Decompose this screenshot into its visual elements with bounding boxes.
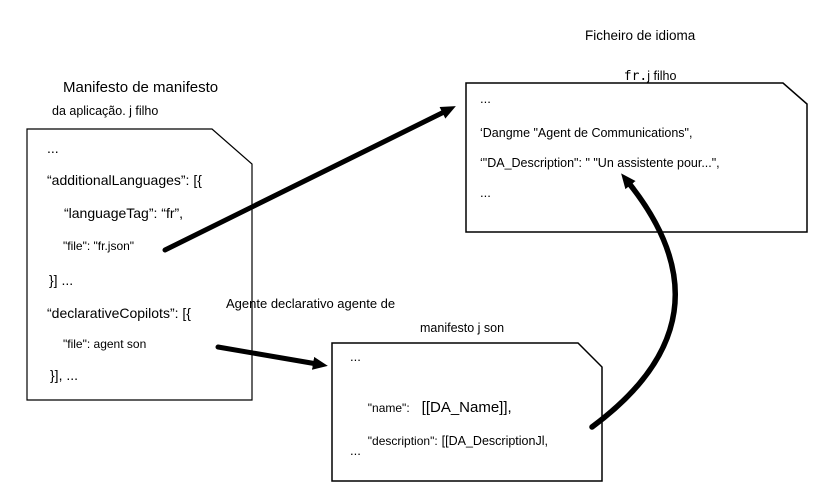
app-manifest-code-line: "file": "fr.json": [63, 239, 135, 253]
app-manifest-code-line: "file": agent son: [63, 337, 147, 351]
language-file-filename: fr.j filho: [606, 49, 677, 104]
language-file-code-line: ...: [480, 91, 491, 106]
agent-manifest-label-line1: Agente declarativo agente de: [226, 296, 396, 311]
agent-manifest-code-line: ...: [350, 443, 361, 458]
language-file-box: [465, 82, 808, 233]
name-value: [[DA_Name]],: [421, 399, 512, 417]
app-manifest-code-line: ...: [47, 140, 59, 156]
language-file-code-line: ...: [480, 185, 491, 200]
app-manifest-code-line: “languageTag”: “fr”,: [64, 205, 184, 221]
description-key: "description":: [367, 434, 438, 449]
language-file-filename-rest: j filho: [647, 69, 677, 84]
arrow-app-to-agent-manifest: [215, 344, 328, 370]
name-key: "name":: [367, 401, 410, 416]
app-manifest-box: [26, 128, 253, 401]
agent-manifest-code-line: "name": [[DA_Name]],: [350, 381, 512, 436]
agent-manifest-label-line2: manifesto j son: [420, 321, 505, 335]
description-value: [[DA_DescriptionJl,: [441, 434, 548, 449]
app-manifest-code-line: “additionalLanguages”: [{: [47, 172, 202, 188]
language-file-code-line: ‘"DA_Description": " "Un assistente pour…: [480, 156, 720, 170]
app-manifest-code-line: }] ...: [49, 272, 74, 288]
arrow-app-to-language-file: [162, 106, 456, 253]
arrow-agent-to-language-file: [589, 173, 678, 430]
language-file-title: Ficheiro de idioma: [585, 28, 696, 43]
agent-manifest-code-line: "description":[[DA_DescriptionJl,: [350, 414, 548, 469]
app-manifest-title-line2: da aplicação. j filho: [52, 104, 159, 118]
agent-manifest-code-line: ...: [350, 349, 361, 364]
app-manifest-title-line1: Manifesto de manifesto: [63, 79, 219, 96]
agent-manifest-box: [331, 342, 603, 482]
language-file-code-line: ‘Dangme "Agent de Communications",: [480, 126, 693, 140]
language-file-filename-mono: fr.: [623, 69, 648, 85]
app-manifest-code-line: }], ...: [50, 367, 79, 383]
app-manifest-code-line: “declarativeCopilots”: [{: [47, 305, 191, 321]
